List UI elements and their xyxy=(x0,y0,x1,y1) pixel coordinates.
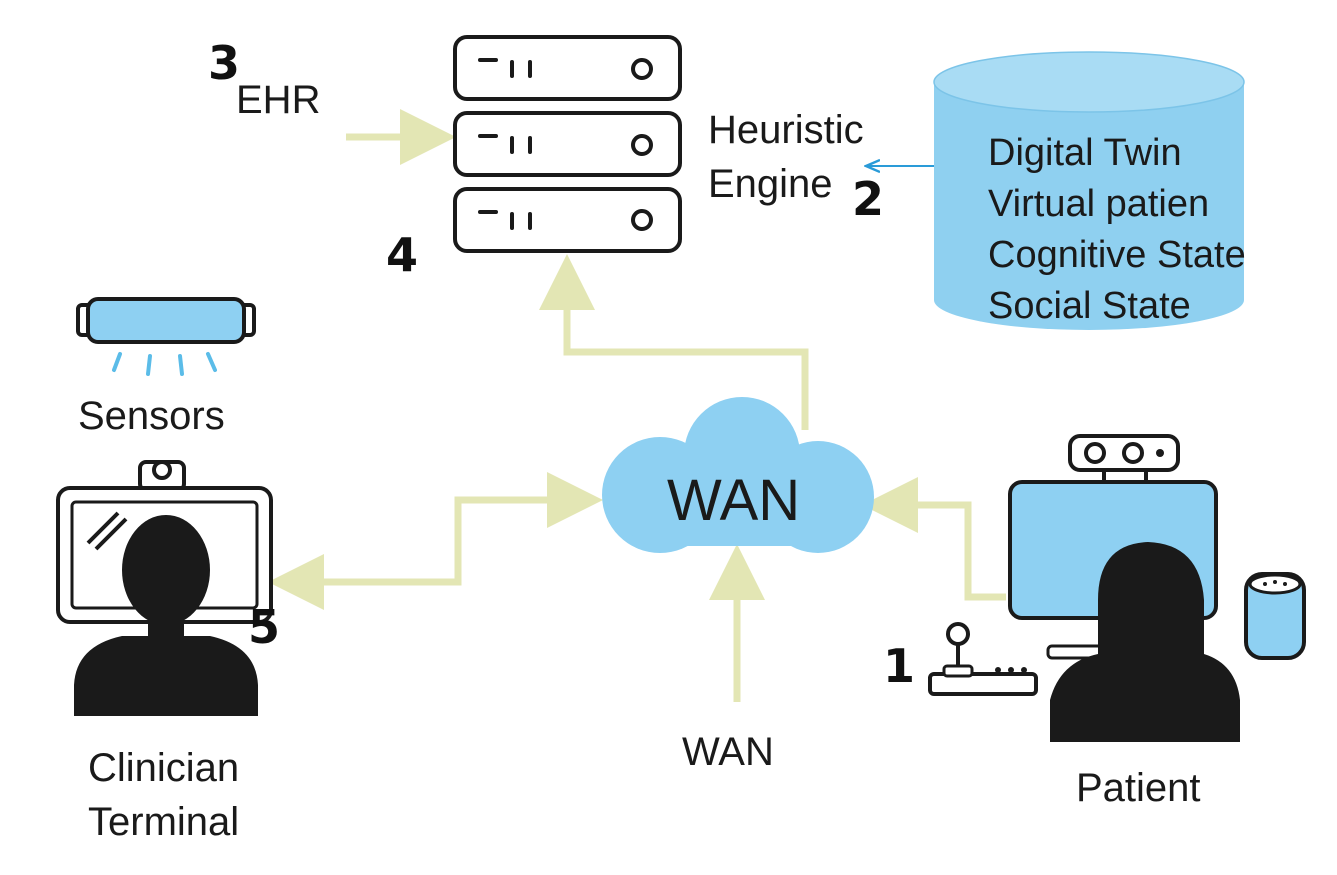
wan-cloud-icon xyxy=(602,397,874,553)
database-cylinder-icon xyxy=(933,51,1245,330)
smart-speaker-icon xyxy=(1244,572,1306,660)
sensor-bar-icon xyxy=(76,297,256,376)
sensors-label: Sensors xyxy=(78,394,225,438)
marker-1: 1 xyxy=(883,639,916,693)
patient-at-computer-icon xyxy=(928,434,1306,742)
server-rack-icon xyxy=(453,35,682,253)
clinician-wan-link xyxy=(298,472,603,586)
heuristic-engine-label-line2: Engine xyxy=(708,162,833,206)
marker-3: 3 xyxy=(208,36,241,90)
wan-bottom-label: WAN xyxy=(682,730,774,774)
patient-to-wan-arrow xyxy=(862,477,1006,601)
marker-5: 5 xyxy=(248,600,281,654)
connectors xyxy=(268,109,1006,702)
ehr-label: EHR xyxy=(236,78,321,122)
joystick-icon xyxy=(928,622,1038,696)
marker-4: 4 xyxy=(386,228,419,282)
marker-2: 2 xyxy=(852,172,885,226)
clinician-terminal-label-line1: Clinician xyxy=(88,746,240,790)
wan-to-server-arrow xyxy=(539,254,809,430)
webcam-icon xyxy=(1068,434,1180,486)
wan-cloud-label: WAN xyxy=(667,468,801,533)
database-item-list: Digital Twin Virtual patien Cognitive St… xyxy=(988,128,1246,332)
heuristic-engine-label-line1: Heuristic xyxy=(708,108,864,152)
database-item: Cognitive State xyxy=(988,234,1246,276)
database-item: Social State xyxy=(988,285,1191,327)
clinician-at-monitor-icon xyxy=(56,460,273,716)
clinician-terminal-label-line2: Terminal xyxy=(88,800,240,844)
database-item: Digital Twin xyxy=(988,132,1182,174)
database-item: Virtual patien xyxy=(988,183,1210,225)
patient-label: Patient xyxy=(1076,766,1201,810)
